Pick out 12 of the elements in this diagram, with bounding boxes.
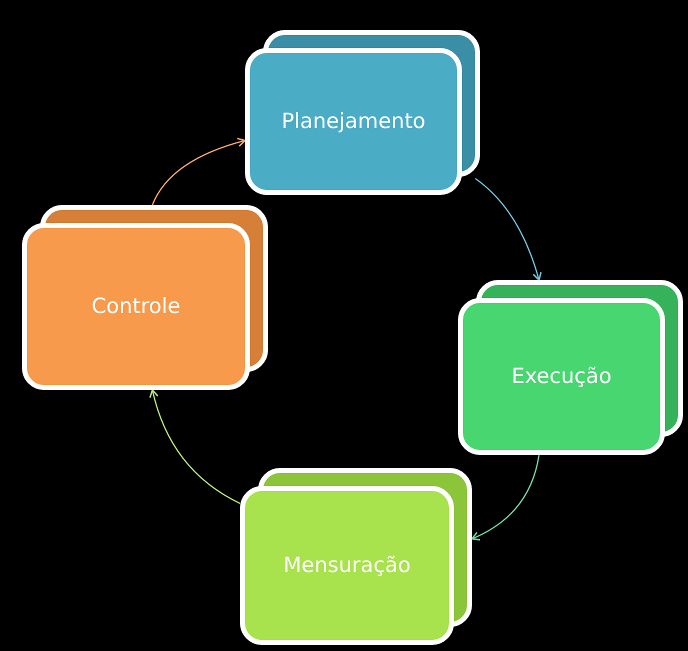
curved-arrow <box>474 178 542 281</box>
process-box <box>245 30 480 195</box>
box-label: Controle <box>92 292 180 320</box>
box-label: Planejamento <box>281 108 426 135</box>
box-label: Execução <box>511 362 612 390</box>
curved-arrow <box>152 138 246 206</box>
box-label: Mensuração <box>283 552 411 579</box>
curved-arrow <box>471 454 540 540</box>
process-box <box>240 468 472 645</box>
process-box <box>22 205 268 390</box>
curved-arrow <box>149 389 240 504</box>
process-box <box>458 280 683 455</box>
